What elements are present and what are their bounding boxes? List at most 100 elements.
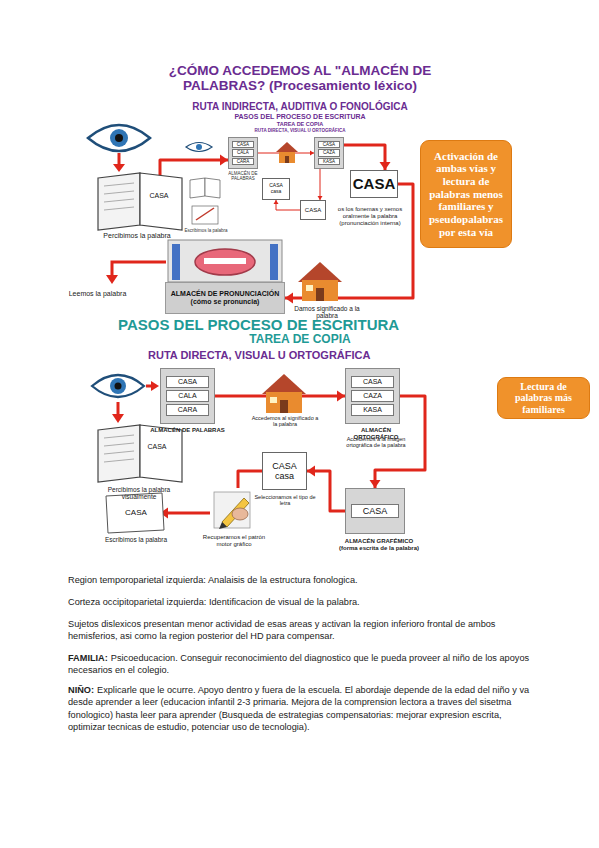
book-icon	[98, 173, 182, 230]
caption: RUTA DIRECTA, VISUAL U ORTOGRÁFICA	[148, 349, 448, 362]
arrowhead	[370, 480, 381, 488]
caption: RUTA DIRECTA, VISUAL U ORTOGRÁFICA	[230, 128, 370, 133]
red-arrowhead	[113, 164, 125, 172]
connector-line	[344, 145, 385, 170]
caption: os los fonemas y xemos oralmente la pala…	[332, 206, 408, 227]
caption: Accedemos a la imagen ortográfica de la …	[338, 436, 414, 449]
red-connector	[344, 145, 391, 170]
caption: Seleccionamos el tipo de letra	[250, 494, 320, 507]
node-text: CASA	[272, 461, 297, 471]
caption: PASOS DEL PROCESO DE ESCRITURA	[220, 113, 380, 121]
store-box: CASACALACARA	[228, 137, 258, 169]
paragraph-heading: NIÑO:	[68, 685, 94, 695]
caption: Recuperamos el patrón motor gráfico	[198, 534, 270, 548]
mouth-frame	[168, 240, 282, 282]
node-text: casa	[275, 471, 294, 481]
caption: Leemos la palabra	[60, 290, 135, 298]
node-text: CARA	[232, 158, 254, 165]
caption: Percibimos la palabra visualmente	[94, 486, 184, 501]
node-text: CARA	[166, 404, 209, 416]
caption: Escribimos la palabra	[184, 228, 228, 233]
paragraph-text: Region temporoparietal izquierda: Analai…	[68, 575, 358, 585]
red-arrow	[112, 262, 166, 276]
node-text: CASA	[149, 192, 168, 200]
node-text: Activación de ambas vías y lectura de pa…	[427, 150, 505, 238]
node-text: CASA	[166, 376, 209, 388]
arrowhead	[274, 200, 279, 204]
caption: TAREA DE COPIA	[200, 333, 400, 347]
node-text: CASA	[232, 141, 254, 148]
paragraph: Region temporoparietal izquierda: Analai…	[68, 574, 538, 586]
arrowhead	[285, 293, 293, 304]
paragraph: NIÑO:Explicarle que le ocurre. Apoyo den…	[68, 684, 538, 734]
arrowhead	[337, 391, 345, 402]
red-connector	[318, 169, 323, 200]
arrowhead	[220, 155, 228, 166]
house-icon	[262, 374, 306, 413]
connector-line	[276, 200, 300, 210]
node-text: CASA	[351, 376, 394, 388]
red-connector	[285, 184, 413, 304]
store-box: CASACALACARA	[160, 368, 215, 424]
letter-type-box: CASAcasa	[262, 452, 307, 490]
caption: Percibimos la palabra	[92, 232, 182, 240]
red-arrowhead	[106, 275, 118, 284]
node-text: CASA	[351, 504, 398, 518]
paragraph-text: Corteza occipitoparietal izquierda: Iden…	[68, 597, 360, 607]
caption: ALMACÉN DE PALABRAS	[150, 427, 225, 434]
caption: RUTA INDIRECTA, AUDITIVA O FONOLÓGICA	[150, 101, 450, 113]
mini-writing	[192, 206, 218, 224]
node-text: CASA	[147, 443, 166, 451]
title: ¿CÓMO ACCEDEMOS AL "ALMACÉN DE PALABRAS?…	[150, 63, 450, 93]
paragraph-text: Sujetos dislexicos presentan menor activ…	[68, 619, 495, 641]
node-text: CASA	[305, 207, 321, 214]
node-text: casa	[271, 189, 282, 195]
paragraph-heading: FAMILIA:	[68, 653, 108, 663]
house-icon	[298, 262, 342, 301]
pencil-icon	[210, 488, 254, 532]
book-page: CASA	[140, 432, 174, 462]
note-box: Lectura de palabras más familiares	[497, 377, 590, 419]
book-icon	[98, 425, 182, 482]
grapheme-store-box: CASA	[345, 488, 405, 534]
red-arrowhead	[112, 414, 124, 423]
caption: ALMACÉN DE PALABRAS	[220, 171, 266, 181]
node-text: CASA	[353, 175, 396, 192]
eye-icon	[92, 375, 144, 397]
red-connector	[274, 200, 301, 210]
store-box: CASACAZAKASA	[314, 137, 344, 169]
pronunciation-box: ALMACÉN DE PRONUNCIACIÓN (cómo se pronun…	[165, 282, 285, 314]
paragraph: Corteza occipitoparietal izquierda: Iden…	[68, 596, 538, 608]
eye-icon-small	[186, 143, 212, 152]
node-text: CAZA	[351, 390, 394, 402]
paragraph-text: Explicarle que le ocurre. Apoyo dentro y…	[68, 685, 529, 732]
node-text: ALMACÉN DE PRONUNCIACIÓN (cómo se pronun…	[170, 290, 280, 306]
node-text: CASA	[125, 508, 147, 517]
caption: TAREA DE COPIA	[240, 121, 360, 127]
eye-icon	[88, 125, 150, 151]
node-text: KASA	[351, 404, 394, 416]
node-text: CAZA	[318, 149, 340, 156]
letter-type-box: CASAcasa	[262, 178, 290, 200]
mini-house	[276, 142, 298, 163]
store-box: CASA CAZA KASA	[345, 368, 400, 424]
red-connector	[307, 466, 345, 512]
connector-line	[320, 169, 321, 200]
caption: Escribimos la palabra	[98, 536, 174, 543]
written-word: CASA	[112, 498, 160, 528]
node-text: KASA	[318, 158, 340, 165]
book-page: CASA	[142, 182, 176, 210]
paragraph-text: Psicoeducacion. Conseguir reconocimiento…	[68, 653, 529, 675]
connector-line	[307, 471, 345, 511]
caption: ALMACÉN GRAFÉMICO (forma escrita de la p…	[336, 538, 422, 552]
word-box: CASA	[350, 170, 398, 198]
red-arrowhead	[151, 381, 159, 391]
arrowhead	[307, 466, 315, 477]
paragraph: FAMILIA:Psicoeducacion. Conseguir recono…	[68, 652, 538, 677]
caption: PASOS DEL PROCESO DE ESCRITURA	[118, 316, 458, 333]
mini-book	[190, 178, 220, 198]
red-arrow	[117, 402, 120, 415]
